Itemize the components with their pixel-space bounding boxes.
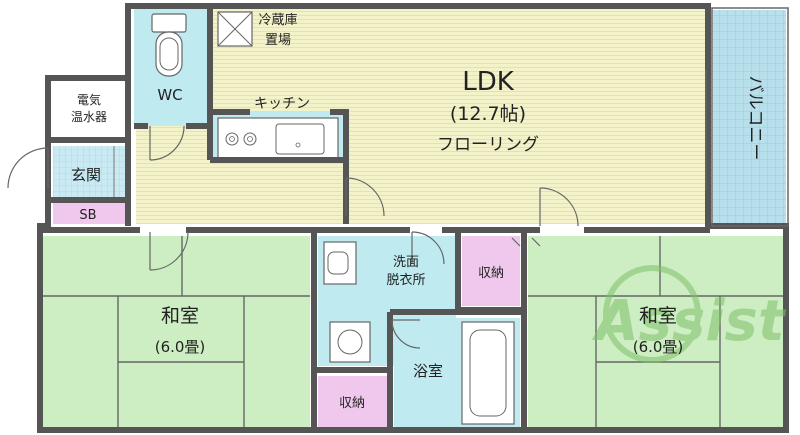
washitsu-right-name: 和室 (639, 305, 677, 327)
shoe-box-floor (53, 202, 126, 224)
entrance-label: 玄関 (71, 166, 101, 184)
washitsu-left-name: 和室 (161, 305, 199, 327)
closet-bottom-label: 収納 (339, 396, 365, 411)
kitchen-counter (217, 117, 339, 159)
fridge-space (217, 11, 253, 47)
fridge-label-1: 冷蔵庫 (258, 13, 297, 28)
balcony-floor (713, 10, 786, 224)
washitsu-left-floor (42, 236, 310, 428)
toilet-fixture (151, 13, 187, 77)
closet-bottom-floor (318, 376, 388, 428)
washbasin-fixture (323, 241, 357, 285)
water-heater-label-2: 温水器 (71, 110, 107, 124)
water-heater-floor (53, 83, 126, 135)
wc-label: WC (157, 86, 182, 104)
washroom-label-1: 洗面 (393, 255, 419, 270)
ldk-name: LDK (462, 67, 515, 97)
walls (37, 3, 789, 433)
fridge-label-2: 置場 (265, 33, 291, 48)
washitsu-left-size: (6.0畳) (155, 338, 206, 356)
washing-machine-space (329, 321, 371, 363)
balcony-outline (711, 7, 789, 227)
kitchen-label: キッチン (254, 96, 310, 112)
ldk-lower-floor (136, 160, 346, 224)
ldk-floor-type: フローリング (437, 135, 539, 155)
closet-center-label: 収納 (478, 266, 504, 281)
washroom-label-2: 脱衣所 (386, 272, 425, 288)
bath-label: 浴室 (413, 362, 443, 380)
washitsu-right-size: (6.0畳) (633, 338, 684, 356)
shoe-box-label: SB (79, 208, 96, 223)
svg-text:Assist: Assist (591, 289, 787, 354)
doors (7, 125, 579, 349)
assist-watermark: Assist (591, 265, 787, 363)
ldk-size: (12.7帖) (450, 103, 526, 125)
closet-center-floor (462, 236, 520, 306)
bathtub-fixture (461, 321, 515, 425)
water-heater-label-1: 電気 (77, 92, 101, 107)
balcony-label: バルコニー (745, 76, 765, 161)
tatami-left-lines (42, 236, 310, 428)
